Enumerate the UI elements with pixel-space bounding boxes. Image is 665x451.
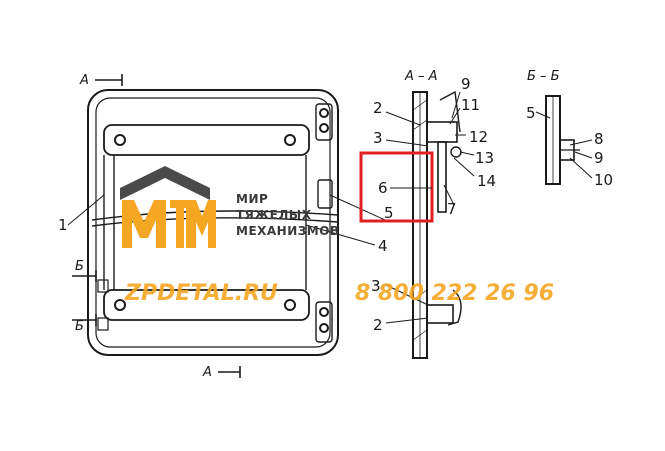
watermark-logo: МИР ТЯЖЕЛЫХ МЕХАНИЗМОВ bbox=[120, 166, 340, 248]
logo-letter-m2 bbox=[186, 200, 216, 248]
leader-4 bbox=[305, 224, 376, 246]
watermark-site: ZPDETAL.RU bbox=[124, 281, 278, 306]
front-view bbox=[87, 89, 339, 356]
tab-left-2 bbox=[97, 317, 109, 331]
aa-lever bbox=[439, 90, 461, 133]
bracket-top-right bbox=[315, 103, 333, 141]
leaders-bb bbox=[535, 111, 593, 179]
logo-letter-t bbox=[170, 200, 190, 248]
tab-left-1 bbox=[97, 279, 109, 293]
callout-9-top: 9 bbox=[461, 75, 471, 93]
section-mark-b-upper: Б bbox=[72, 259, 97, 282]
logo-text-line1: МИР bbox=[236, 192, 268, 206]
section-mark-b-lower: Б bbox=[72, 314, 97, 334]
bracket-hole-1 bbox=[319, 108, 329, 118]
highlight-box bbox=[359, 151, 434, 223]
callout-5-mid: 5 bbox=[384, 204, 394, 222]
bracket-bottom-right bbox=[315, 301, 333, 343]
bracket-mid-right bbox=[317, 179, 333, 209]
callout-8: 8 bbox=[594, 130, 604, 148]
callout-9-bb: 9 bbox=[594, 149, 604, 167]
section-title-bb: Б – Б bbox=[527, 69, 560, 84]
section-mark-a-bottom: А bbox=[202, 365, 241, 380]
frame-outer bbox=[87, 89, 339, 356]
aa-bolt-13 bbox=[450, 146, 462, 158]
bracket-hole-3 bbox=[319, 307, 329, 317]
section-label-a-top: А bbox=[79, 73, 89, 88]
callout-7: 7 bbox=[447, 200, 457, 218]
section-title-aa: А – А bbox=[404, 69, 438, 84]
callout-1: 1 bbox=[58, 216, 68, 234]
watermark-phone: 8 800 222 26 96 bbox=[355, 281, 554, 306]
callout-5-bb: 5 bbox=[526, 104, 536, 122]
callout-2-top: 2 bbox=[373, 99, 383, 117]
callout-12: 12 bbox=[469, 128, 488, 146]
bracket-hole-2 bbox=[319, 123, 329, 133]
section-mark-a-top: А bbox=[79, 73, 123, 88]
callout-3-bottom: 3 bbox=[371, 277, 381, 295]
aa-bottom-spring bbox=[447, 289, 462, 326]
logo-chevron bbox=[120, 166, 210, 200]
leaders-front bbox=[67, 194, 386, 246]
bottom-plate-hole-right bbox=[284, 299, 296, 311]
aa-hatch bbox=[412, 99, 428, 341]
leaders-aa bbox=[385, 91, 475, 324]
top-plate-hole-left bbox=[114, 134, 126, 146]
aa-top-clamp bbox=[426, 121, 458, 143]
aa-pin-7 bbox=[437, 141, 447, 213]
top-plate-hole-right bbox=[284, 134, 296, 146]
callout-13: 13 bbox=[475, 149, 494, 167]
bottom-plate-hole-left bbox=[114, 299, 126, 311]
callout-14: 14 bbox=[477, 172, 496, 190]
logo-text-line2: ТЯЖЕЛЫХ bbox=[236, 208, 312, 222]
bottom-plate bbox=[103, 289, 310, 321]
top-plate bbox=[103, 124, 310, 156]
section-label-b-upper: Б bbox=[75, 259, 84, 274]
callout-2-bottom: 2 bbox=[373, 316, 383, 334]
leader-1 bbox=[67, 194, 105, 226]
callout-11: 11 bbox=[461, 96, 480, 114]
aa-bottom-clamp bbox=[426, 304, 454, 324]
section-aa-view bbox=[412, 90, 462, 359]
leader-5-mid bbox=[329, 194, 386, 221]
bracket-hole-4 bbox=[319, 323, 329, 333]
callout-4: 4 bbox=[378, 237, 388, 255]
callout-6: 6 bbox=[378, 179, 388, 197]
logo-letter-m1 bbox=[122, 200, 166, 248]
frame-inner bbox=[95, 97, 331, 348]
callout-3-top: 3 bbox=[373, 129, 383, 147]
section-bb-view bbox=[545, 95, 580, 185]
section-label-a-bottom: А bbox=[202, 365, 212, 380]
callout-10: 10 bbox=[594, 171, 613, 189]
logo-text-line3: МЕХАНИЗМОВ bbox=[236, 224, 340, 238]
section-label-b-lower: Б bbox=[75, 319, 84, 334]
